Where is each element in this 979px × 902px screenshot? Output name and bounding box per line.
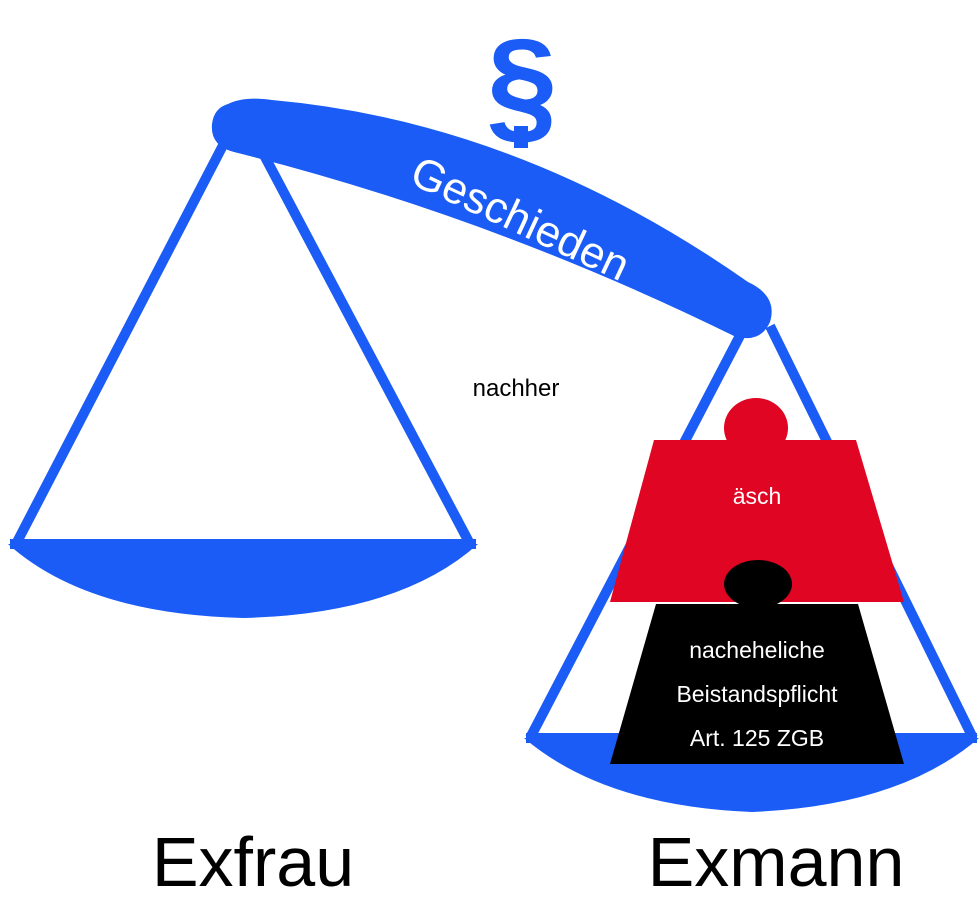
black-weight-line-3: Art. 125 ZGB (690, 725, 824, 751)
red-weight-label: äsch (733, 483, 782, 509)
black-weight-line-2: Beistandspflicht (676, 681, 838, 707)
center-label: nachher (473, 375, 560, 402)
right-pan-label: Exmann (648, 823, 905, 901)
hook-stem (514, 126, 528, 148)
red-weight-body (610, 440, 904, 602)
black-weight-line-1: nacheheliche (689, 637, 825, 663)
left-pan-label: Exfrau (152, 823, 354, 901)
black-weight-knob (724, 560, 792, 608)
scale-beam (211, 98, 772, 339)
left-pan-bowl (8, 544, 478, 618)
black-weight-body (610, 604, 904, 764)
